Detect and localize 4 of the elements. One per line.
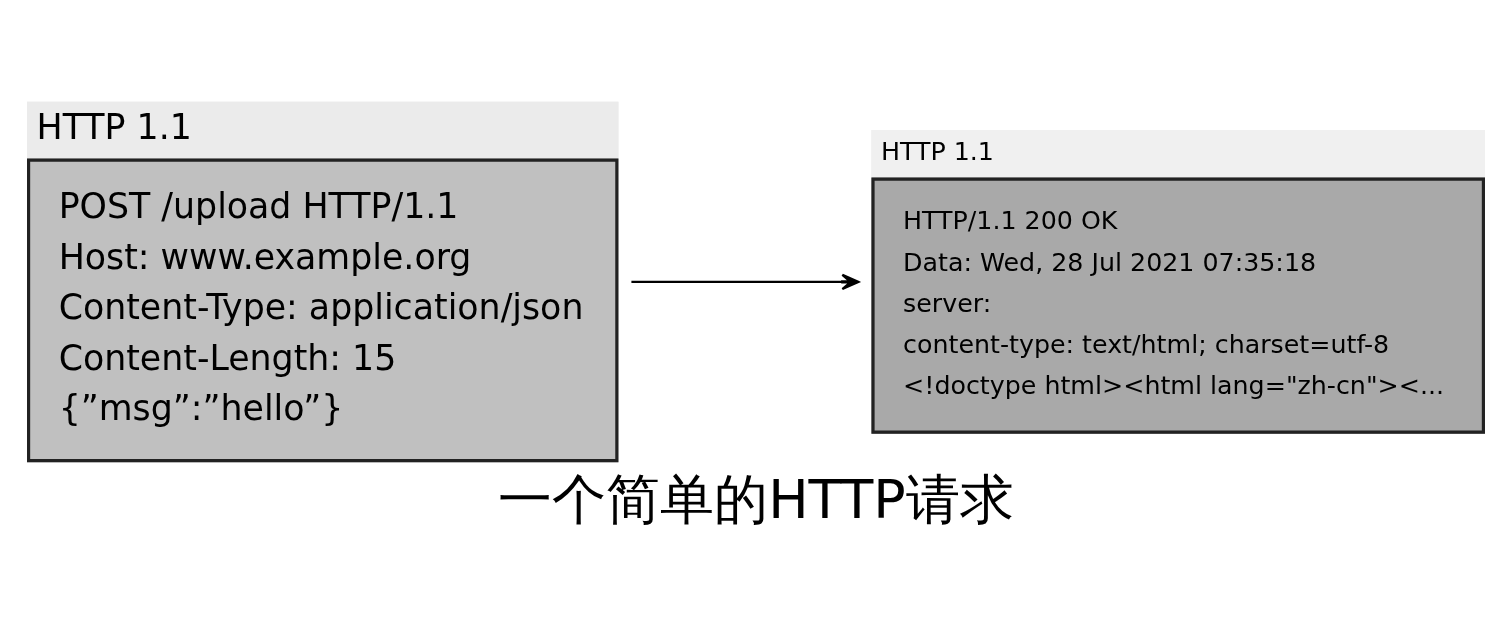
caption: 一个简单的HTTP请求 xyxy=(498,467,1014,531)
node-label: HTTP 1.1 xyxy=(880,136,994,166)
arrow xyxy=(631,273,860,290)
node-label: HTTP 1.1 xyxy=(36,106,192,147)
